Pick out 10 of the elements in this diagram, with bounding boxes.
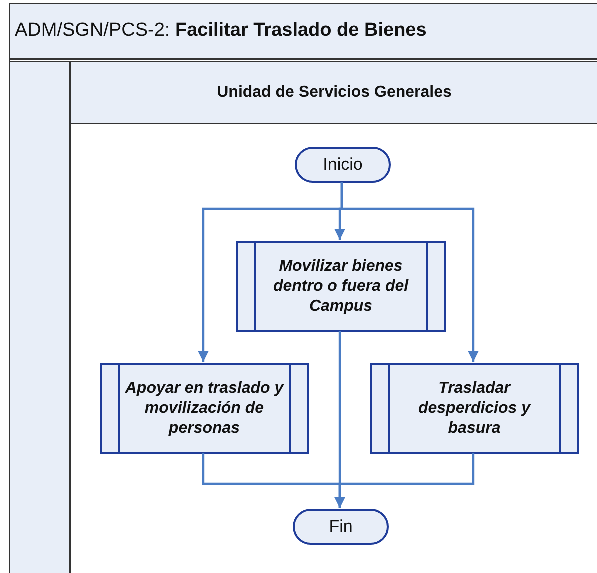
predefined-process-box: Trasladar desperdicios y basura bbox=[370, 363, 579, 454]
terminator: Inicio bbox=[295, 147, 391, 183]
terminator: Fin bbox=[293, 509, 389, 545]
lane-header: Unidad de Servicios Generales bbox=[71, 62, 597, 124]
title-bar: ADM/SGN/PCS-2: Facilitar Traslado de Bienes bbox=[9, 3, 597, 60]
predefined-process-box: Movilizar bienes dentro o fuera del Campus bbox=[236, 241, 446, 332]
arrow bbox=[340, 182, 479, 362]
arrow bbox=[334, 453, 475, 508]
swimlane bbox=[70, 61, 597, 573]
predefined-process-box: Apoyar en traslado y movilización de personas bbox=[100, 363, 309, 454]
